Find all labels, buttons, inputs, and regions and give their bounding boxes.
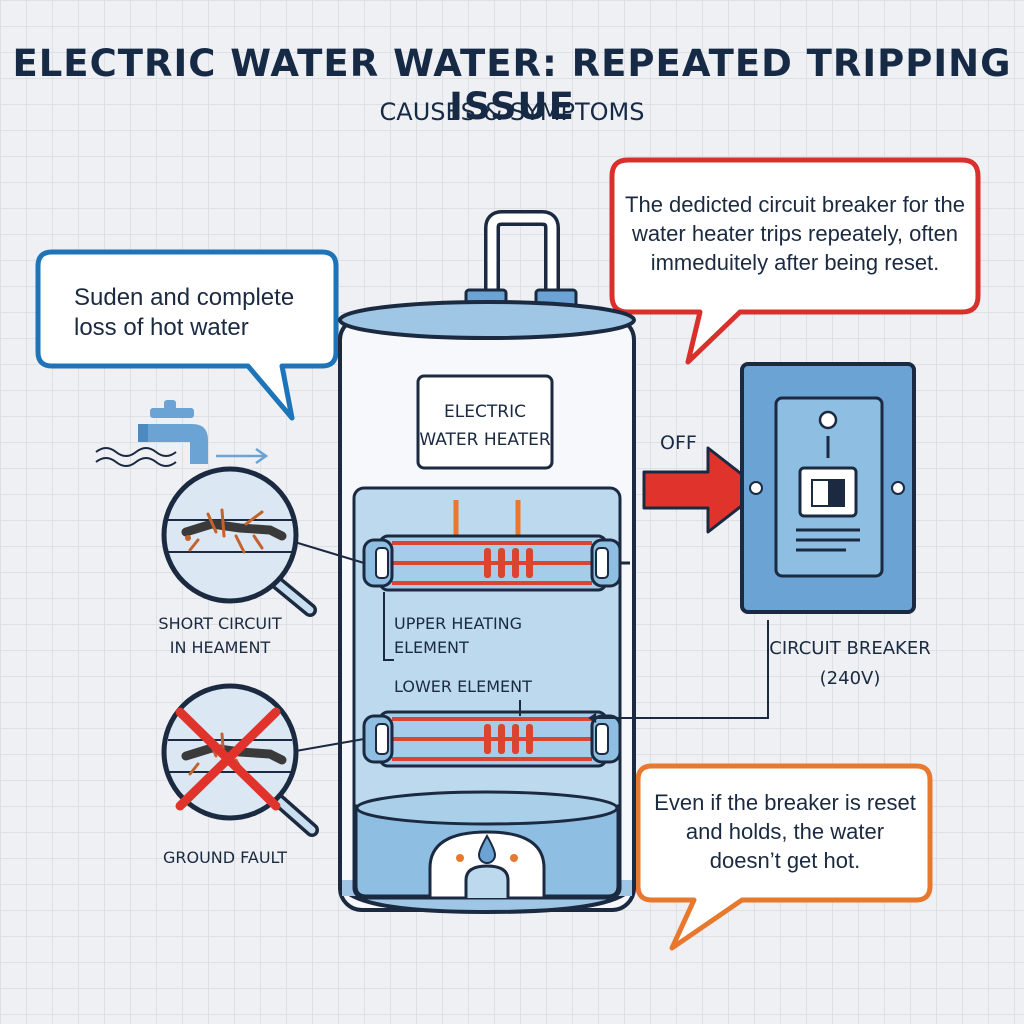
upper-element-label: UPPER HEATING ELEMENT <box>394 614 523 657</box>
breaker-switch[interactable] <box>828 480 844 506</box>
lower-element-label: LOWER ELEMENT <box>394 677 532 696</box>
circuit-breaker-panel <box>740 362 916 614</box>
arrow-right-icon <box>216 447 269 465</box>
bubble-bottom <box>635 763 933 951</box>
connector-lines <box>287 539 769 753</box>
upper-heating-element <box>362 500 630 592</box>
ground-fault-label: GROUND FAULT <box>162 848 288 867</box>
bubble-left <box>35 249 339 421</box>
lower-heating-element <box>362 710 622 768</box>
x-mark-icon <box>175 707 281 811</box>
page-title: ELECTRIC WATER WATER: REPEATED TRIPPING … <box>12 42 1012 128</box>
breaker-status-label: OFF <box>660 432 697 454</box>
ground-fault-inset <box>161 683 319 837</box>
water-drop-icon <box>477 833 497 864</box>
breaker-label-line1: CIRCUIT BREAKER <box>769 638 931 659</box>
faucet-icon <box>138 400 208 464</box>
bubble-right <box>609 157 981 365</box>
page-subtitle: CAUSES & SYMPTOMS <box>379 98 645 126</box>
short-circuit-inset <box>161 466 317 617</box>
bubble-left-text: Suden and complete loss of hot water <box>74 284 295 341</box>
off-arrow <box>642 446 764 534</box>
bubble-right-text: The dedicted circuit breaker for the wat… <box>625 192 965 275</box>
heater-label: ELECTRIC WATER HEATER <box>419 402 551 450</box>
water-waves <box>95 447 177 467</box>
breaker-label-line2: (240V) <box>819 668 881 689</box>
bubble-bottom-text: Even if the breaker is reset and holds, … <box>654 790 916 873</box>
breaker-label: CIRCUIT BREAKER (240V) <box>760 634 940 694</box>
short-circuit-label: SHORT CIRCUIT IN HEAMENT <box>158 614 282 657</box>
